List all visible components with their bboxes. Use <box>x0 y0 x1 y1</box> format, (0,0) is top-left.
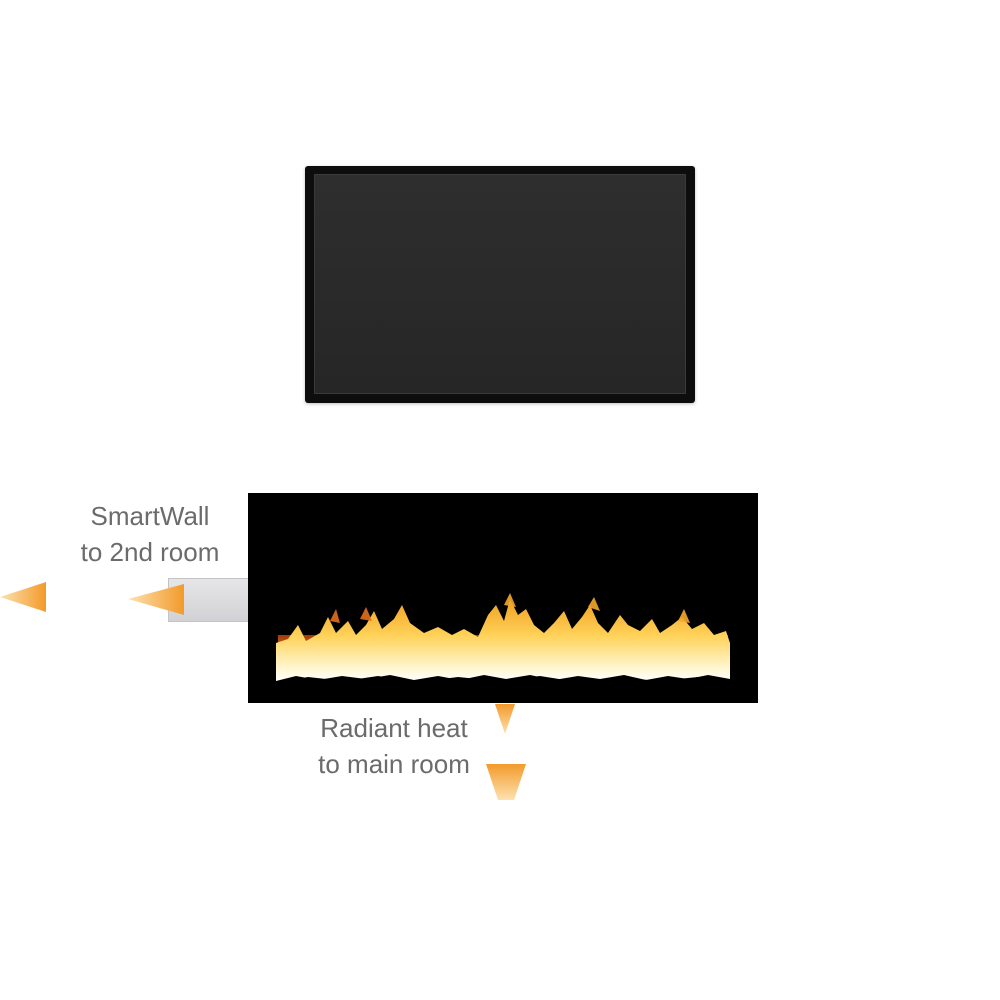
radiant-label-line1: Radiant heat <box>320 713 468 743</box>
tv-screen <box>314 174 686 394</box>
radiant-label-line2: to main room <box>318 749 470 779</box>
smartwall-label-line2: to 2nd room <box>80 537 220 567</box>
fireplace-flames <box>276 593 730 703</box>
left-arrow-icon <box>128 584 184 615</box>
smartwall-label-line1: SmartWall <box>90 501 210 531</box>
flame-wisp <box>678 609 690 623</box>
down-arrow-icon <box>495 704 515 734</box>
flame-bed <box>276 599 730 681</box>
wall-mounted-tv <box>305 166 695 403</box>
electric-fireplace <box>248 493 758 703</box>
flame-wisp <box>360 607 372 621</box>
flame-wisp <box>588 597 600 611</box>
flame-wisp <box>504 593 516 607</box>
left-arrow-icon <box>0 582 46 612</box>
log-shadow <box>276 676 730 703</box>
smartwall-label: SmartWall to 2nd room <box>60 498 240 570</box>
flame-wisp <box>330 609 340 623</box>
down-arrow-icon <box>486 764 526 800</box>
radiant-heat-label: Radiant heat to main room <box>300 710 488 782</box>
